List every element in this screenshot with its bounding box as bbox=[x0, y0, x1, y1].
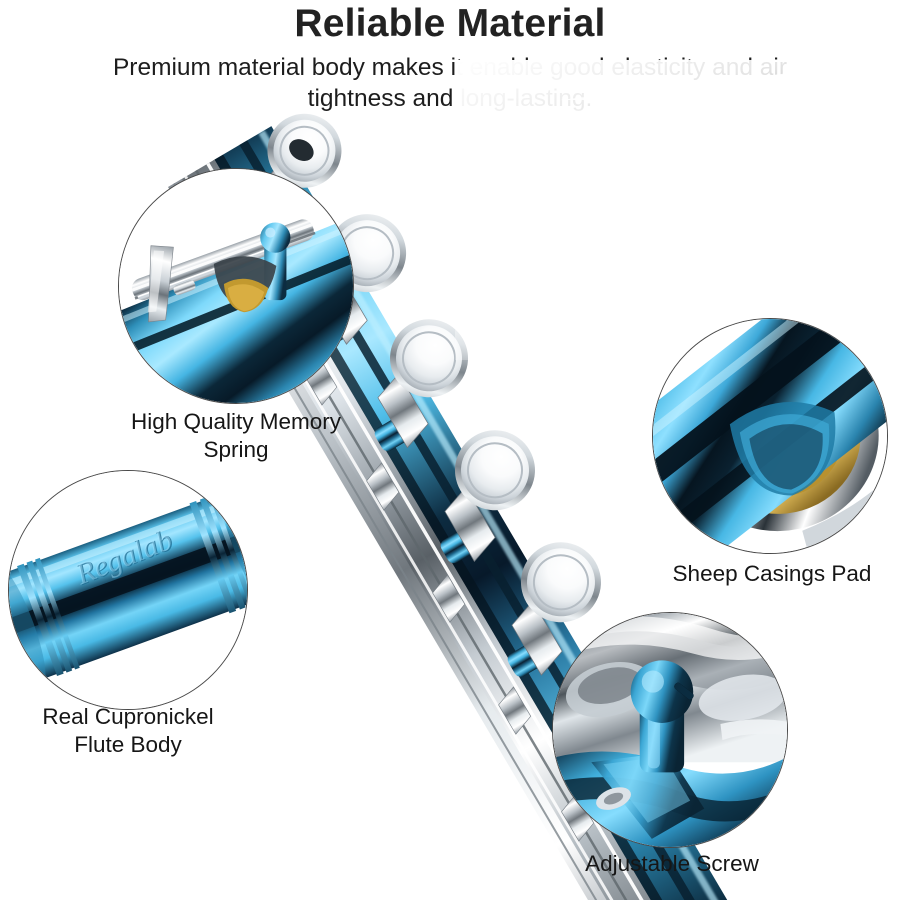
callout-circle-memory-spring bbox=[118, 168, 354, 404]
callout-label-sheep-casings-pad: Sheep Casings Pad bbox=[648, 560, 896, 588]
callout-circle-adjustable-screw bbox=[552, 612, 788, 848]
callout-label-memory-spring: High Quality Memory Spring bbox=[98, 408, 374, 464]
page-subtitle-line-1: Premium material body makes it enable go… bbox=[112, 54, 788, 81]
callout-label-line-1: Sheep Casings Pad bbox=[672, 561, 872, 586]
callout-label-line-1: Adjustable Screw bbox=[585, 851, 759, 876]
page-subtitle-line-2: tightness and long-lasting. bbox=[307, 85, 593, 112]
callout-circle-sheep-casings-pad bbox=[652, 318, 888, 554]
callout-circle-cupronickel-body: Regalab Regalab bbox=[8, 470, 248, 710]
page-title: Reliable Material bbox=[294, 2, 606, 45]
callout-label-line-1: High Quality Memory bbox=[130, 409, 342, 434]
header: Reliable Material Premium material body … bbox=[0, 0, 900, 114]
callout-label-cupronickel-body: Real Cupronickel Flute Body bbox=[6, 703, 250, 759]
callout-label-line-1: Real Cupronickel bbox=[42, 704, 214, 729]
callout-label-line-2: Spring bbox=[203, 437, 269, 462]
callout-label-adjustable-screw: Adjustable Screw bbox=[548, 850, 796, 878]
callout-label-line-2: Flute Body bbox=[74, 732, 182, 757]
